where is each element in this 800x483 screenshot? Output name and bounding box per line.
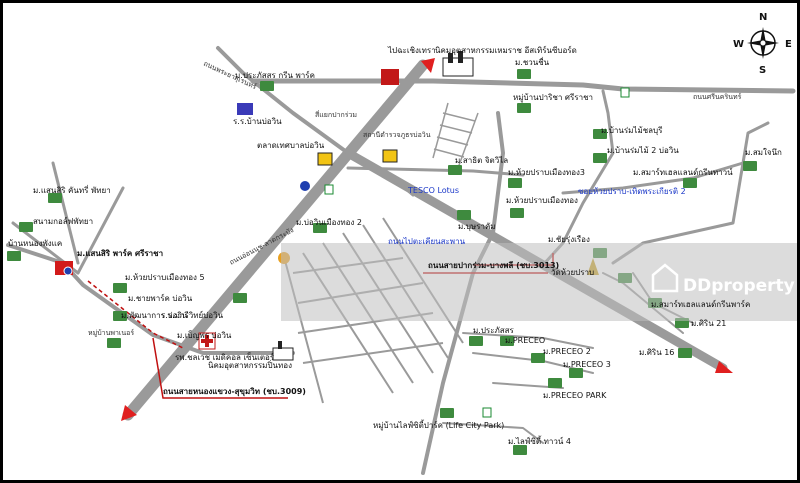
label-bangpla-road: ถนนสายปากร่วม-บางพลี (ชบ.3013) <box>428 260 559 270</box>
label-soi-kim: ซอยห้วยปราบ-เทิดพระเกียรติ 2 <box>578 187 686 196</box>
compass-south: S <box>759 65 766 76</box>
label-smart-home-2: ม.สมาร์ทเฮลแลนด์กรีนพาร์ค <box>651 299 750 309</box>
label-preceo3: ม.PRECEO 3 <box>563 360 611 369</box>
compass-west: W <box>733 39 744 50</box>
road-west-3 <box>76 186 125 275</box>
label-baan-suan: ม.ชายพาร์ค บ่อวิน <box>128 293 193 303</box>
label-preceo-park: ม.PRECEO PARK <box>543 391 607 400</box>
watermark-brand: DDproperty <box>683 276 795 296</box>
label-nongkhae-road: ถนนสายหนองแขวง-สุขุมวิท (ชบ.3009) <box>163 387 306 397</box>
label-butsarakham: ม.บุษราคัม <box>458 222 496 231</box>
label-wat: วัดห้วยปราบ <box>551 268 594 277</box>
label-theparak-road: ถนนไปตะเคียนสะพาน <box>388 237 466 246</box>
compass-east: E <box>785 39 792 50</box>
road-local-1 <box>346 151 415 197</box>
label-sariya: ม.สาธิต จิตวิไล <box>455 156 508 165</box>
police-icon <box>382 149 398 163</box>
road-local-10 <box>442 422 544 444</box>
label-bo-win-mueang-thong: ม.บ่อวินเมืองทอง 2 <box>296 218 362 227</box>
seven-eleven-icon-2 <box>620 87 630 98</box>
market-icon <box>317 152 333 166</box>
label-police: สถานีตำรวจภูธรบ่อวิน <box>363 131 431 139</box>
label-samut-prakan: สี่แยกปากร่วม <box>315 110 357 119</box>
pin-icon <box>63 266 73 276</box>
school-icon <box>237 103 253 115</box>
compass-north: N <box>759 12 767 23</box>
arrow-southeast-icon <box>715 361 733 373</box>
seven-eleven-icon-3 <box>482 407 492 418</box>
label-prapatsorn: ม.ประภัสสร <box>473 326 515 335</box>
road-west <box>6 243 295 355</box>
road-local-7 <box>462 332 594 349</box>
arrow-north-icon <box>421 58 435 73</box>
label-chuan-chuen: ม.ชวนชื่น <box>515 56 550 67</box>
ladder-road <box>432 102 479 169</box>
label-golf: สนามกอล์ฟพัทยา <box>33 216 93 226</box>
label-s-taiplus: ม.สมใจนึก <box>745 148 782 157</box>
hospital-icon <box>198 332 216 350</box>
label-rr-ban-bo-win: ร.ร.บ้านบ่อวิน <box>233 117 282 126</box>
label-preceo2: ม.PRECEO 2 <box>543 347 591 356</box>
watermark-logo-icon <box>651 263 679 293</box>
label-tesco: TESCO Lotus <box>407 186 459 195</box>
label-industrial-estate2: นิคมอุตสาหกรรมปิ่นทอง <box>208 359 292 370</box>
route-line-2 <box>87 280 184 349</box>
compass-icon <box>747 27 779 59</box>
label-sensiri-town: ม.แสนสิริ คันทรี่ พัทยา <box>33 184 111 195</box>
industrial-logo-icon <box>381 69 399 85</box>
map-canvas[interactable]: DDproperty N S W E ไปฉะเชิงเทรา นิคมอุตส… <box>3 3 800 483</box>
factory-icon <box>442 51 474 77</box>
label-to-bangkok: ไปฉะเชิงเทรา <box>387 46 436 55</box>
label-sukhumvit-right: ถนนศรีนครินทร์ <box>693 93 742 101</box>
label-baan-charm: ม.พัฒนาการ บ่อวิน <box>121 311 188 320</box>
road-local-5 <box>561 121 770 195</box>
seven-eleven-icon <box>324 184 334 195</box>
label-chaiyoung: ม.ชัยรุ่งเรือง <box>548 235 590 244</box>
label-prakan-5: ม.ห้วยปราบเมืองทอง 5 <box>125 273 205 282</box>
label-kingkaew-village: หมู่บ้านปาริชา ศรีราชา <box>513 93 593 103</box>
arrow-southwest-icon <box>121 405 137 421</box>
road-north-east <box>250 78 796 94</box>
label-life-city: หมู่บ้านไลฟ์ซิตี้ปาร์ค (Life City Park) <box>373 419 504 431</box>
route-line-3 <box>152 337 288 399</box>
label-ban-raiv: ม.บ้านร่มไม้ชลบุรี <box>601 126 663 135</box>
label-industrial-estate: นิคมอุตสาหกรรมเหมราช อีสเทิร์นซีบอร์ด <box>435 45 577 55</box>
label-village-suk: ม.เบ็ญพร บ่อวิน <box>177 330 232 340</box>
label-ban-mai: ม.บ้านร่มไม้ 2 บ่อวิน <box>607 146 679 155</box>
label-bo-win-market: ตลาดเทศบาลบ่อวิน <box>257 141 325 150</box>
label-prakan-2: ม.ห้วยปราบเมืองทอง <box>506 196 578 205</box>
label-prakan-3: ม.ห้วยปราบเมืองทอง3 <box>508 168 585 177</box>
main-highway <box>122 59 429 421</box>
label-bang-phra: บ้านหนองพังแค <box>8 239 62 248</box>
label-sirin-21: ม.ศิริน 21 <box>691 319 726 328</box>
label-pruksa-prakan: ม.ประภัสสร กรีน พาร์ค <box>235 70 315 80</box>
road-north-west <box>216 46 350 155</box>
label-nong-kham: หมู่บ้านพาเนอร์ <box>88 329 134 337</box>
label-marbit: ร.ร.มารีวิทย์บ่อวิน <box>161 310 224 320</box>
fuel-station-icon <box>300 181 310 191</box>
road-west-4 <box>51 161 80 265</box>
factory-icon-2 <box>272 341 294 361</box>
label-sirin-16: ม.ศิริน 16 <box>639 348 674 357</box>
watermark-band <box>281 243 797 321</box>
label-smart-home: ม.สมาร์ทเฮลแลนด์กรีนทาวน์ <box>633 167 733 177</box>
label-life-city-4: ม.ไลฟ์ซิตี้ ทาวน์ 4 <box>508 435 571 446</box>
label-hospital: รพ.ชลเวช เมดิคอล เซ็นเตอร์ <box>175 352 275 362</box>
road-local-2 <box>346 166 525 177</box>
label-senna-park: ม.แสนสิริ พาร์ค ศรีราชา <box>77 248 163 258</box>
label-preceo: ม.PRECEO <box>505 336 545 345</box>
